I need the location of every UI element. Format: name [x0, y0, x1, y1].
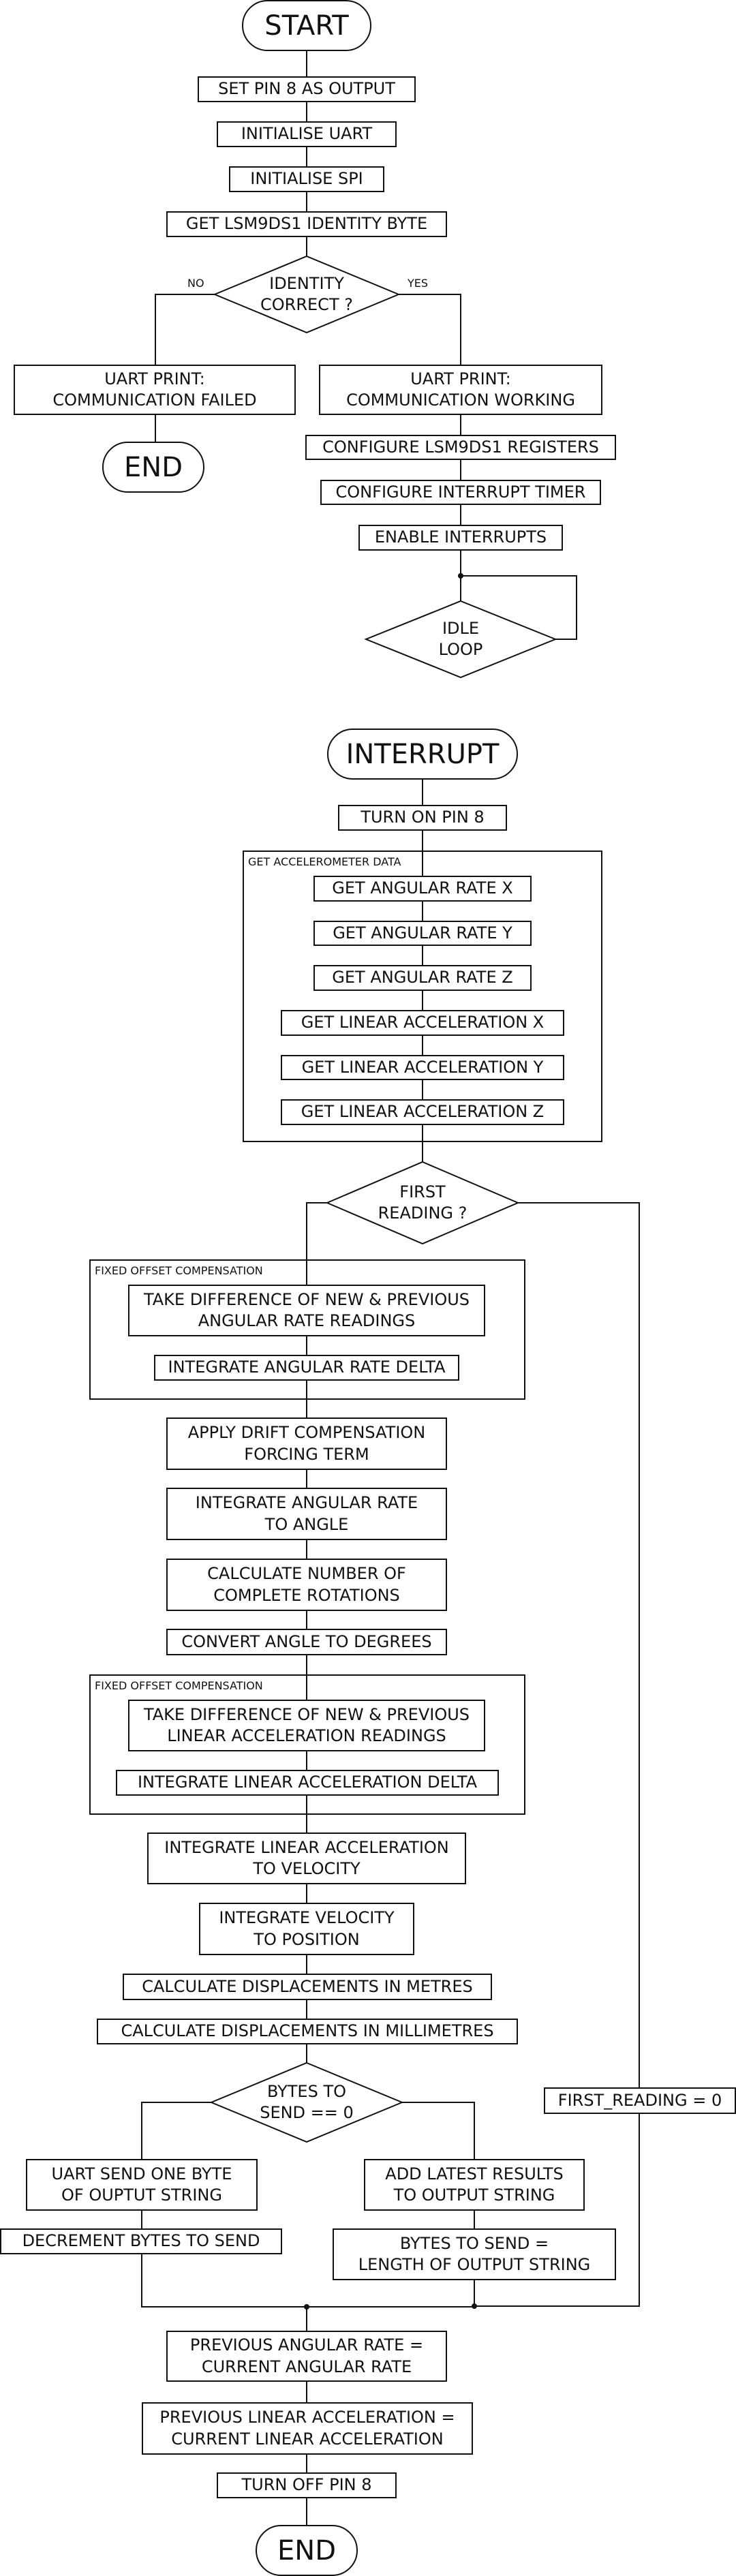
- diff-linear-accel-step: TAKE DIFFERENCE OF NEW & PREVIOUS LINEAR…: [128, 1700, 485, 1751]
- enable-interrupts-step: ENABLE INTERRUPTS: [358, 525, 563, 551]
- idle-loop-decision: IDLE LOOP: [438, 618, 483, 659]
- diff-angular-rate-step: TAKE DIFFERENCE OF NEW & PREVIOUS ANGULA…: [128, 1285, 485, 1336]
- integrate-position-step: INTEGRATE VELOCITY TO POSITION: [199, 1903, 414, 1955]
- drift-compensation-step: APPLY DRIFT COMPENSATION FORCING TERM: [166, 1417, 447, 1470]
- calc-rotations-step: CALCULATE NUMBER OF COMPLETE ROTATIONS: [166, 1559, 447, 1611]
- first-reading-decision: FIRST READING ?: [378, 1182, 467, 1223]
- get-identity-step: GET LSM9DS1 IDENTITY BYTE: [166, 211, 447, 237]
- get-angular-rate-x-step: GET ANGULAR RATE X: [313, 876, 532, 902]
- fixed-offset-group-angular: [89, 1259, 525, 1400]
- fixed-offset-group-linear-label: FIXED OFFSET COMPENSATION: [95, 1679, 263, 1692]
- decrement-bytes-step: DECREMENT BYTES TO SEND: [0, 2228, 282, 2254]
- accelerometer-data-group-label: GET ACCELEROMETER DATA: [248, 855, 401, 868]
- get-linear-accel-y-step: GET LINEAR ACCELERATION Y: [281, 1055, 564, 1080]
- comm-working-step: UART PRINT: COMMUNICATION WORKING: [319, 365, 602, 415]
- no-branch-label: NO: [187, 277, 204, 290]
- fixed-offset-group-linear: [89, 1674, 525, 1815]
- init-spi-step: INITIALISE SPI: [229, 166, 384, 192]
- comm-failed-step: UART PRINT: COMMUNICATION FAILED: [14, 365, 296, 415]
- set-pin-step: SET PIN 8 AS OUTPUT: [198, 76, 416, 102]
- start-terminal: START: [242, 0, 371, 51]
- configure-timer-step: CONFIGURE INTERRUPT TIMER: [320, 480, 601, 505]
- integrate-velocity-step: INTEGRATE LINEAR ACCELERATION TO VELOCIT…: [147, 1833, 466, 1884]
- get-angular-rate-z-step: GET ANGULAR RATE Z: [313, 965, 532, 991]
- first-reading-zero-step: FIRST_READING = 0: [544, 2087, 736, 2114]
- uart-send-byte-step: UART SEND ONE BYTE OF OUPTUT STRING: [26, 2159, 258, 2211]
- bytes-to-send-decision: BYTES TO SEND == 0: [260, 2081, 354, 2122]
- add-results-step: ADD LATEST RESULTS TO OUTPUT STRING: [364, 2159, 585, 2211]
- turn-off-pin-step: TURN OFF PIN 8: [217, 2472, 397, 2498]
- convert-degrees-step: CONVERT ANGLE TO DEGREES: [166, 1629, 447, 1655]
- init-uart-step: INITIALISE UART: [217, 121, 397, 147]
- identity-decision: IDENTITY CORRECT ?: [260, 273, 353, 314]
- integrate-angle-step: INTEGRATE ANGULAR RATE TO ANGLE: [166, 1488, 447, 1540]
- end-terminal-interrupt: END: [256, 2525, 358, 2576]
- fixed-offset-group-angular-label: FIXED OFFSET COMPENSATION: [95, 1264, 263, 1277]
- yes-branch-label: YES: [408, 277, 429, 290]
- calc-metres-step: CALCULATE DISPLACEMENTS IN METRES: [123, 1974, 492, 2000]
- prev-angular-rate-step: PREVIOUS ANGULAR RATE = CURRENT ANGULAR …: [166, 2331, 447, 2382]
- get-linear-accel-x-step: GET LINEAR ACCELERATION X: [281, 1010, 564, 1036]
- end-terminal-main: END: [102, 442, 204, 493]
- prev-linear-accel-step: PREVIOUS LINEAR ACCELERATION = CURRENT L…: [142, 2402, 473, 2455]
- integrate-accel-delta-step: INTEGRATE LINEAR ACCELERATION DELTA: [116, 1770, 499, 1796]
- get-angular-rate-y-step: GET ANGULAR RATE Y: [313, 921, 532, 946]
- get-linear-accel-z-step: GET LINEAR ACCELERATION Z: [281, 1099, 564, 1125]
- calc-millimetres-step: CALCULATE DISPLACEMENTS IN MILLIMETRES: [97, 2019, 518, 2044]
- integrate-angular-delta-step: INTEGRATE ANGULAR RATE DELTA: [154, 1355, 459, 1381]
- interrupt-terminal: INTERRUPT: [327, 729, 518, 780]
- accelerometer-data-group: [243, 850, 602, 1142]
- configure-registers-step: CONFIGURE LSM9DS1 REGISTERS: [305, 435, 616, 460]
- turn-on-pin-step: TURN ON PIN 8: [338, 805, 507, 831]
- bytes-length-step: BYTES TO SEND = LENGTH OF OUTPUT STRING: [333, 2228, 616, 2280]
